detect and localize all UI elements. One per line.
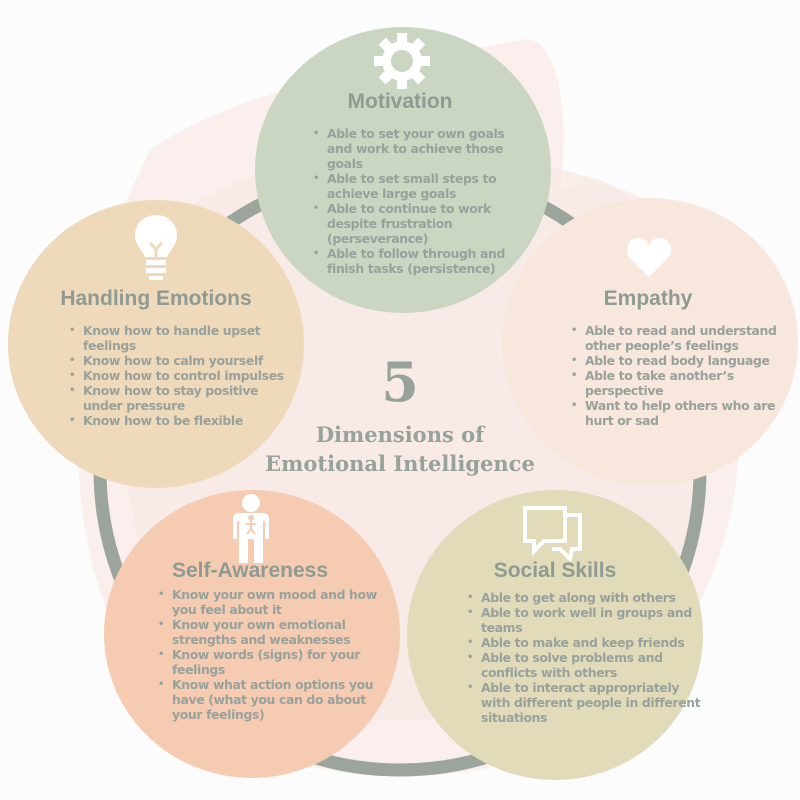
list-item: Able to read and understand other people… bbox=[571, 323, 795, 353]
list-item: Able to solve problems and conflicts wit… bbox=[467, 650, 706, 680]
list-item: Able to make and keep friends bbox=[467, 635, 706, 650]
list-item: Know how to stay positive under pressure bbox=[69, 383, 293, 413]
social-skills-list: Able to get along with others Able to wo… bbox=[467, 590, 706, 725]
list-item: Want to help others who are hurt or sad bbox=[571, 398, 795, 428]
list-item: Know how to calm yourself bbox=[69, 353, 293, 368]
list-item: Know your own emotional strengths and we… bbox=[158, 617, 382, 647]
gear-icon bbox=[374, 33, 430, 89]
center-title-line2: Emotional Intelligence bbox=[265, 451, 535, 476]
lightbulb-icon bbox=[135, 215, 177, 280]
motivation-title: Motivation bbox=[347, 90, 453, 113]
handling-emotions-title: Handling Emotions bbox=[60, 287, 252, 310]
list-item: Able to take another’s perspective bbox=[571, 368, 795, 398]
center-number: 5 bbox=[381, 350, 419, 414]
center-title-line1: Dimensions of bbox=[315, 422, 485, 447]
self-awareness-list: Know your own mood and how you feel abou… bbox=[158, 587, 382, 722]
list-item: Know what action options you have (what … bbox=[158, 677, 382, 722]
list-item: Able to read body language bbox=[571, 353, 795, 368]
speech-bubbles-icon bbox=[523, 506, 582, 561]
list-item: Able to set your own goals and work to a… bbox=[313, 126, 527, 171]
empathy-list: Able to read and understand other people… bbox=[571, 323, 795, 428]
list-item: Know words (signs) for your feelings bbox=[158, 647, 382, 677]
empathy-title: Empathy bbox=[603, 287, 693, 310]
handling-emotions-list: Know how to handle upset feelings Know h… bbox=[69, 323, 293, 428]
person-icon bbox=[233, 494, 269, 563]
list-item: Able to get along with others bbox=[467, 590, 706, 605]
heart-icon bbox=[626, 237, 672, 277]
self-awareness-title: Self-Awareness bbox=[171, 559, 329, 582]
list-item: Know how to handle upset feelings bbox=[69, 323, 293, 353]
list-item: Able to follow through and finish tasks … bbox=[313, 246, 527, 276]
list-item: Know how to be flexible bbox=[69, 413, 293, 428]
list-item: Able to continue to work despite frustra… bbox=[313, 201, 527, 246]
list-item: Know your own mood and how you feel abou… bbox=[158, 587, 382, 617]
list-item: Know how to control impulses bbox=[69, 368, 293, 383]
list-item: Able to interact appropriately with diff… bbox=[467, 680, 706, 725]
social-skills-title: Social Skills bbox=[493, 559, 617, 582]
list-item: Able to work well in groups and teams bbox=[467, 605, 706, 635]
list-item: Able to set small steps to achieve large… bbox=[313, 171, 527, 201]
motivation-list: Able to set your own goals and work to a… bbox=[313, 126, 527, 276]
